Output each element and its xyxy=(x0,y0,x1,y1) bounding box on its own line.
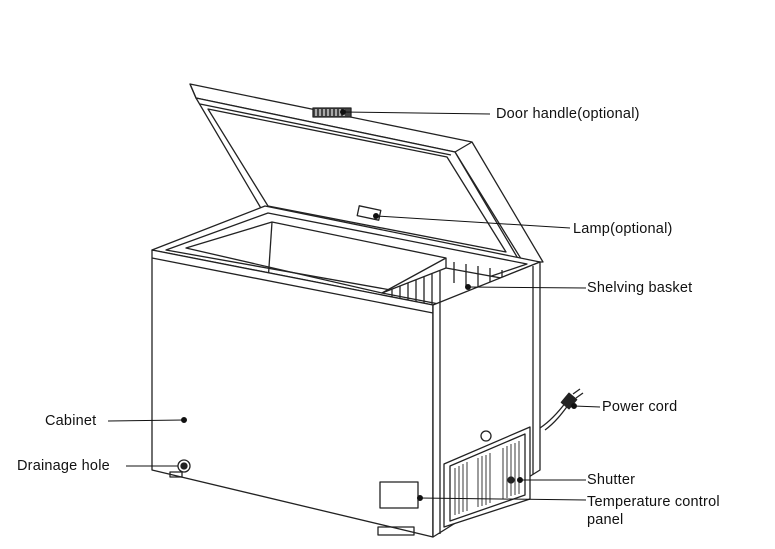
cabinet-feet xyxy=(169,471,415,536)
lamp-leader-line xyxy=(375,215,571,229)
drainage-hole-label: Drainage hole xyxy=(17,458,110,474)
drainage-hole xyxy=(177,459,191,473)
temperature-control-panel xyxy=(379,481,419,509)
power-cord-leader-line xyxy=(573,405,601,408)
door-handle-leader-line xyxy=(342,111,491,115)
temperature-control-label-line2: panel xyxy=(587,512,624,528)
shelving-basket-label: Shelving basket xyxy=(587,280,693,296)
shelving-basket xyxy=(381,258,513,306)
temperature-control-panel-leader-line xyxy=(419,497,587,501)
cabinet-leader-line xyxy=(107,419,185,422)
door-handle-label: Door handle(optional) xyxy=(496,106,640,122)
lamp-label: Lamp(optional) xyxy=(573,221,673,237)
shutter xyxy=(443,426,531,528)
power-cord xyxy=(539,388,584,431)
shelving-basket-leader-line xyxy=(467,286,587,289)
temperature-control-label-line1: Temperature control xyxy=(587,494,720,510)
cabinet-label: Cabinet xyxy=(45,413,97,429)
shutter-label: Shutter xyxy=(587,472,636,488)
power-cord-label: Power cord xyxy=(602,399,678,415)
